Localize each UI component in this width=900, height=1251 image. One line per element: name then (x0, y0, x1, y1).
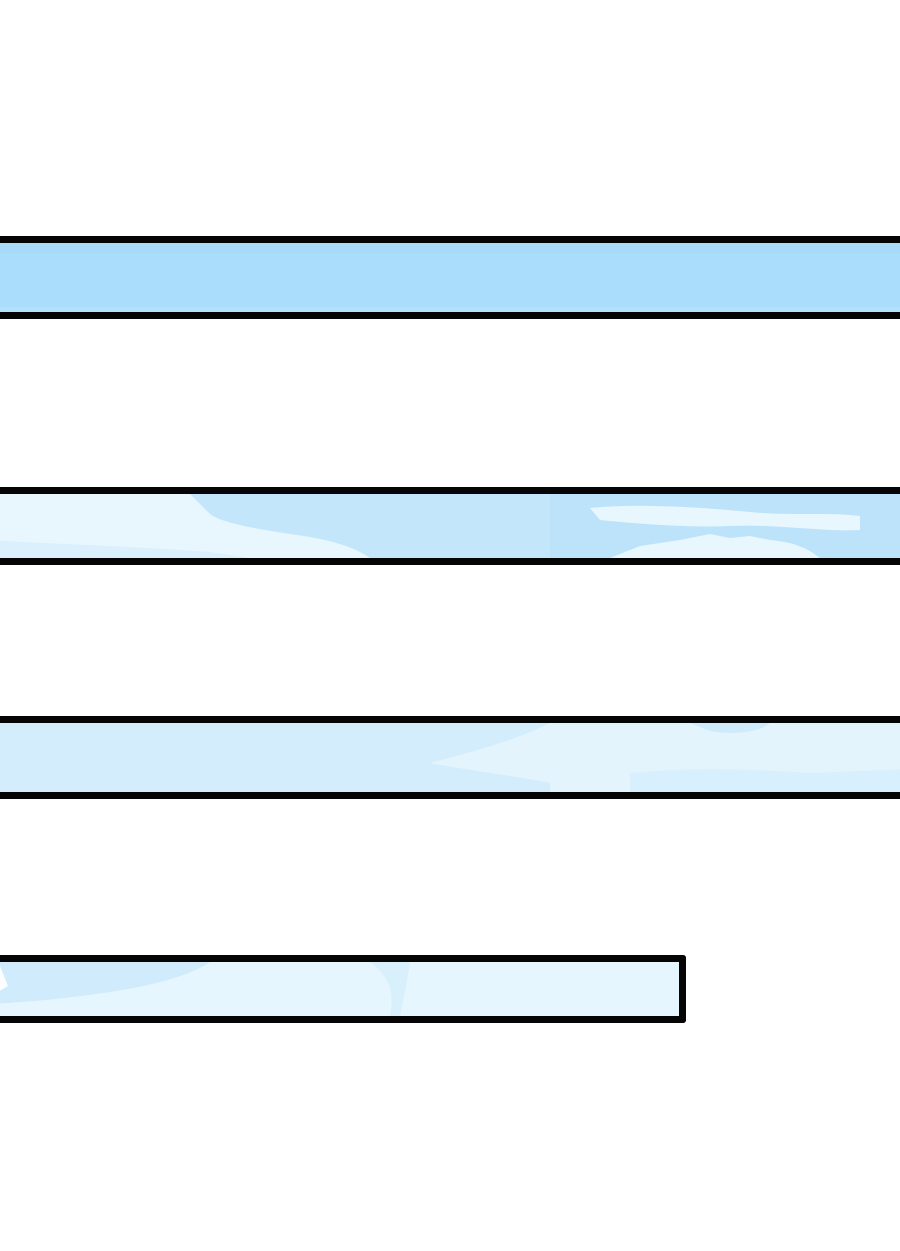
sky-strip-2-art (0, 494, 900, 558)
sky-strip-panel-3 (0, 716, 900, 799)
sky-strip-4-art (0, 962, 679, 1016)
sky-strip-panel-2 (0, 487, 900, 565)
sky-strip-1-art (0, 243, 900, 312)
sky-strip-panel-4 (0, 955, 686, 1023)
sky-strip-panel-1 (0, 236, 900, 319)
sky-strip-3-art (0, 723, 900, 792)
